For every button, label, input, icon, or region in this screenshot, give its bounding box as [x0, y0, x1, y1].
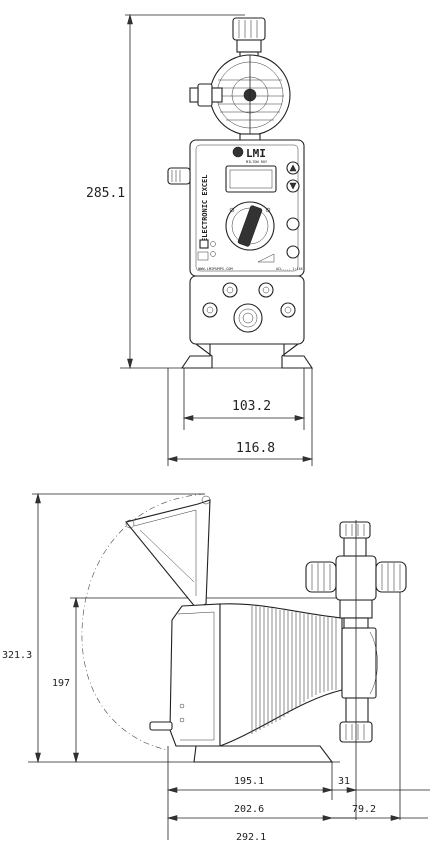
- website-text: WWW.LMIPUMPS.COM: [198, 267, 233, 271]
- side-view: 321.3 197: [2, 492, 430, 843]
- lid-swing-arc: [81, 493, 206, 751]
- dim-label-202: 202.6: [234, 804, 264, 815]
- front-view: 285.1: [86, 13, 314, 466]
- motor-body: [219, 603, 343, 747]
- dim-label-79: 79.2: [352, 804, 376, 815]
- dim-label-103: 103.2: [232, 399, 271, 414]
- dim-label-197: 197: [52, 678, 70, 689]
- cooling-ribs: [251, 606, 337, 734]
- dim-height-285: 285.1: [86, 13, 245, 370]
- open-lid: [125, 495, 211, 609]
- pump-head-front: [189, 54, 291, 145]
- dim-base-inner-103: 103.2: [182, 368, 306, 430]
- side-base: [193, 745, 334, 763]
- dim-label-31: 31: [338, 776, 350, 787]
- logo-text: LMI: [246, 147, 266, 160]
- button-4-icon: [286, 245, 300, 259]
- model-label: ELECTRONIC EXCEL: [201, 175, 209, 242]
- base-feet: [180, 343, 314, 369]
- logo-subtext: MILTON ROY: [246, 160, 268, 164]
- dim-horizontal-set: 195.1 31 202.6 79.2 292.1: [166, 592, 430, 843]
- control-housing: LMI MILTON ROY ELECTRONIC EXCEL: [189, 139, 305, 277]
- housing-side: [149, 603, 221, 747]
- button-3-icon: [286, 217, 300, 231]
- dim-base-outer-116: 116.8: [166, 368, 314, 466]
- dim-label-285: 285.1: [86, 186, 125, 201]
- dim-label-195: 195.1: [234, 776, 264, 787]
- top-fitting: [232, 17, 266, 61]
- dim-label-292: 292.1: [236, 832, 266, 843]
- panel-code-text: ACL,,,, 1:148: [276, 267, 303, 271]
- liquid-end-side: [305, 520, 407, 820]
- dim-label-116: 116.8: [236, 441, 275, 456]
- dim-label-321: 321.3: [2, 650, 32, 661]
- side-knob-icon: [167, 167, 191, 185]
- connector-panel: [189, 275, 305, 345]
- dial-knob-icon: [225, 201, 275, 251]
